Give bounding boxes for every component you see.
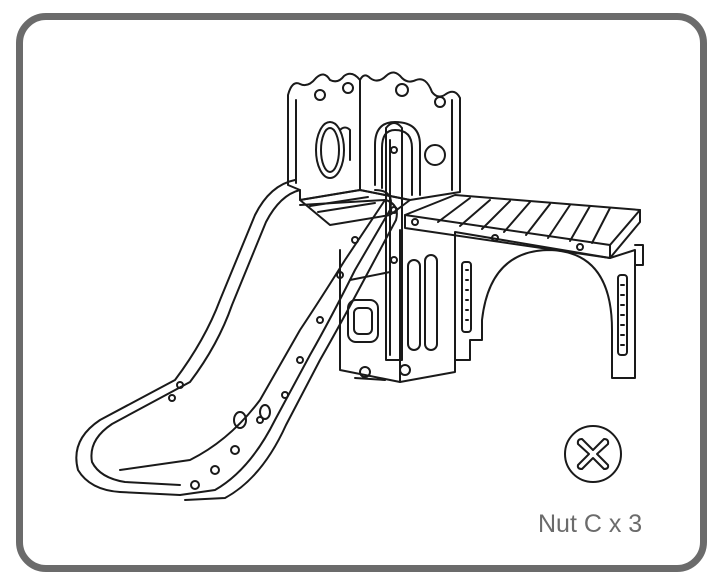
bridge-deck xyxy=(404,194,641,259)
part-label: Nut C x 3 xyxy=(538,510,643,538)
tower-left-wall xyxy=(287,72,361,201)
bridge-arch xyxy=(454,231,644,379)
instruction-frame xyxy=(16,13,707,572)
cross-nut-icon xyxy=(564,425,622,483)
castle-slide-illustration xyxy=(75,71,644,501)
tower-right-wall xyxy=(359,71,461,201)
slide xyxy=(75,179,398,501)
